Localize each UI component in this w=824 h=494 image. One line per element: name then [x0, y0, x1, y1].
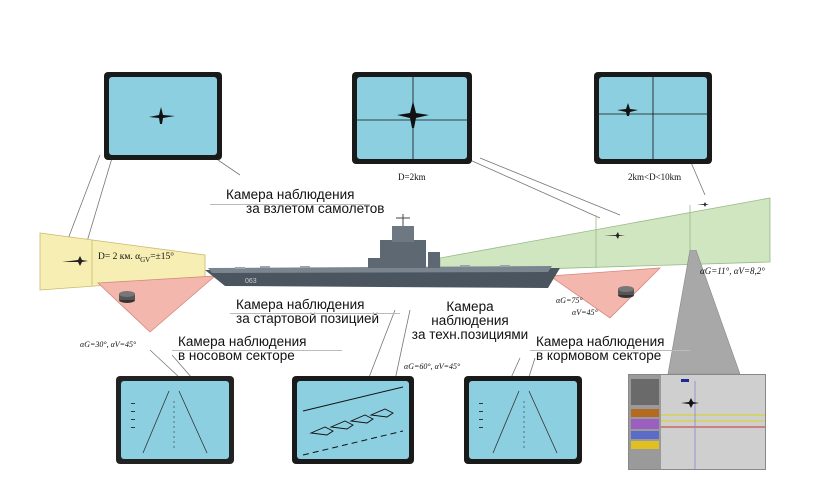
monitor-long-range-view — [594, 72, 712, 164]
yellow-range-label: D= 2 км. αGV=±15° — [98, 252, 174, 264]
bow-camera-line2: в носовом секторе — [178, 348, 295, 363]
plane-icon-green-far — [697, 202, 709, 207]
stern-angles-label-a: αG=75° — [556, 296, 583, 305]
monitor-screen — [599, 77, 707, 159]
monitor-long-range-caption: 2km<D<10km — [628, 172, 682, 182]
monitor-takeoff-view — [352, 72, 472, 164]
start-camera-label: Камера наблюдения за стартовой позицией — [236, 298, 379, 326]
yellow-range-text: D= 2 км. α — [98, 252, 141, 262]
plane-icon-green-near — [604, 232, 625, 239]
takeoff-camera-label: Камера наблюдения за взлетом самолетов — [226, 188, 384, 216]
hud-connector — [667, 250, 740, 375]
plane-icon-distant — [599, 77, 707, 159]
plane-icon-front — [149, 107, 175, 124]
monitor-tech-positions — [292, 376, 414, 464]
bow-sector-zone — [97, 275, 217, 333]
stern-camera-icon — [618, 286, 634, 298]
start-camera-line1: Камера наблюдения — [236, 297, 365, 312]
hud-display — [628, 374, 766, 470]
monitor-takeoff-caption: D=2km — [398, 172, 426, 182]
tech-camera-label: Камера наблюдения за техн.позициями — [410, 300, 530, 342]
start-camera-line2: за стартовой позицией — [236, 311, 380, 326]
stern-divider — [530, 350, 690, 351]
svg-text:063: 063 — [245, 278, 257, 285]
bow-angles-label: αG=30°, αV=45° — [80, 340, 137, 349]
stern-camera-label: Камера наблюдения в кормовом секторе — [536, 335, 664, 363]
plane-formation-icon — [302, 386, 404, 456]
carrier-ship: 063 — [205, 214, 560, 288]
hud-graphics — [629, 375, 765, 469]
bow-camera-icon — [119, 291, 135, 303]
plane-icon-yellow — [62, 256, 88, 266]
start-divider — [230, 313, 400, 314]
tech-camera-line3: за техн.позициями — [411, 327, 529, 342]
leader-lines — [59, 154, 706, 381]
takeoff-camera-line2: за взлетом самолетов — [246, 201, 385, 216]
plane-icon-crosshair — [357, 77, 467, 159]
tech-camera-line2: наблюдения — [431, 313, 509, 328]
monitor-stern-start — [464, 376, 582, 464]
yellow-range-sub: GV — [140, 255, 151, 264]
bow-divider — [172, 350, 342, 351]
yellow-range-value: =±15° — [150, 252, 175, 262]
monitor-screen — [357, 77, 467, 159]
green-angles-label: αG=11°, αV=8,2° — [700, 266, 765, 276]
monitor-screen — [469, 381, 577, 459]
stern-camera-line1: Камера наблюдения — [536, 334, 665, 349]
stern-angles-label-b: αV=45° — [572, 308, 598, 317]
takeoff-divider — [210, 204, 370, 205]
bow-camera-label: Камера наблюдения в носовом секторе — [178, 335, 306, 363]
monitor-bow-view — [104, 72, 222, 160]
monitor-start-position — [116, 376, 234, 464]
takeoff-camera-line1: Камера наблюдения — [226, 187, 355, 202]
bow-camera-line1: Камера наблюдения — [178, 334, 307, 349]
stern-sector-zone — [548, 267, 662, 319]
monitor-screen — [297, 381, 409, 459]
stern-camera-line2: в кормовом секторе — [536, 348, 662, 363]
monitor-screen — [109, 77, 217, 155]
tech-angles-label: αG=60°, αV=45° — [404, 362, 461, 371]
monitor-screen — [121, 381, 229, 459]
tech-camera-line1: Камера — [446, 299, 494, 314]
